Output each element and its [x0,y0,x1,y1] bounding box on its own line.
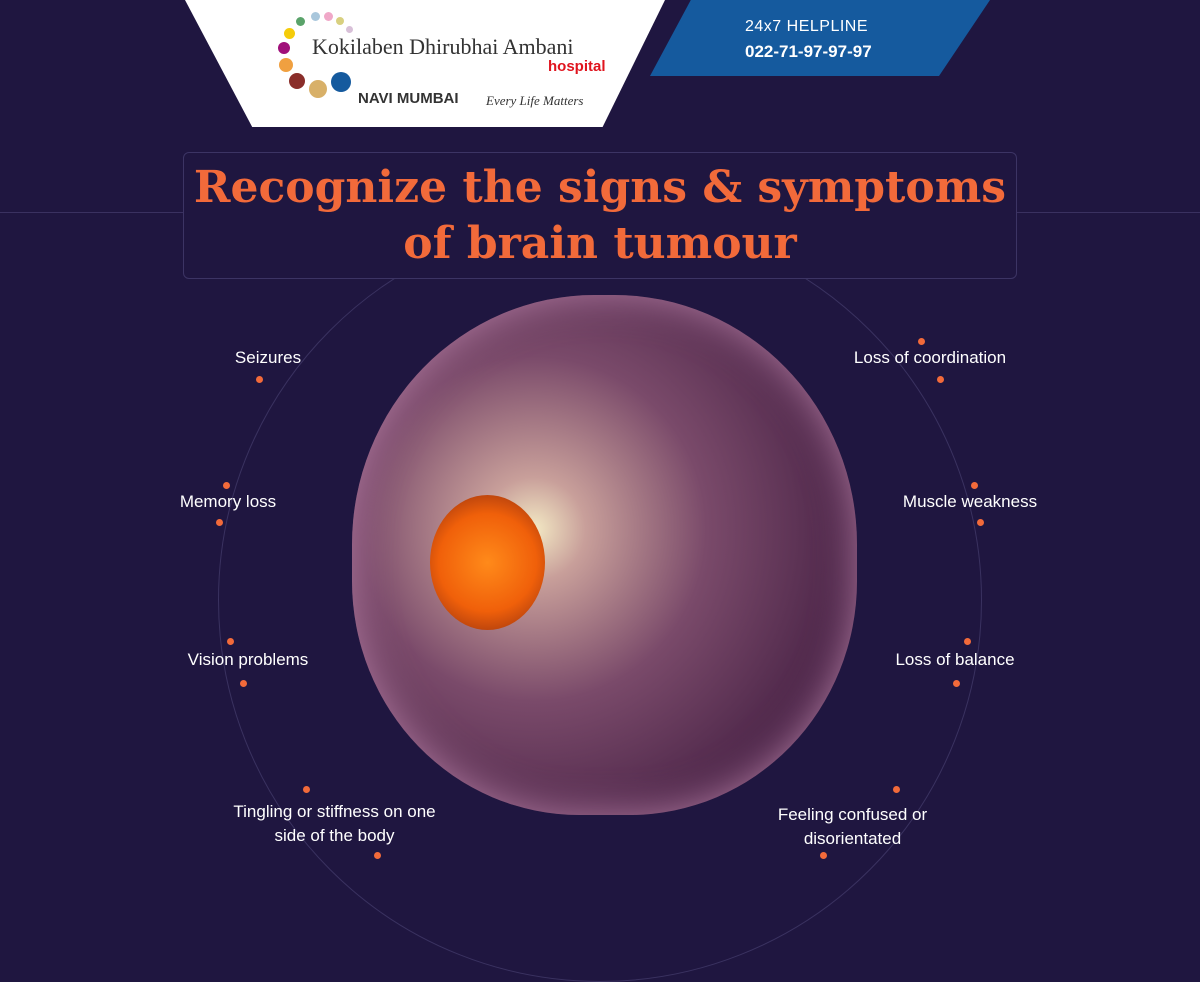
symptom-marker [971,482,978,489]
symptom-marker [893,786,900,793]
helpline-number[interactable]: 022-71-97-97-97 [745,42,872,61]
symptom-memory-loss: Memory loss [179,492,277,511]
page-title: Recognize the signs & symptoms of brain … [183,160,1017,272]
symptom-marker [374,852,381,859]
symptom-seizures: Seizures [234,348,302,367]
logo-panel [185,0,665,127]
brand-sub: hospital [548,58,606,75]
symptom-marker [953,680,960,687]
symptom-marker [303,786,310,793]
title-line-2: of brain tumour [403,218,797,269]
helpline-banner [650,0,990,76]
symptom-vision-problems: Vision problems [187,650,309,669]
symptom-marker [223,482,230,489]
symptom-marker [937,376,944,383]
symptom-tingling: Tingling or stiffness on one side of the… [233,802,436,845]
divider-right [1017,212,1200,213]
helpline-label: 24x7 HELPLINE [745,18,869,35]
title-box [183,152,1017,279]
tagline: Every Life Matters [486,93,584,108]
title-line-1: Recognize the signs & symptoms [193,162,1007,213]
symptom-loss-of-balance: Loss of balance [895,650,1015,669]
symptom-marker [256,376,263,383]
tumour-illustration [430,495,545,630]
brand-name: Kokilaben Dhirubhai Ambani [312,34,574,59]
divider-left [0,212,183,213]
symptom-marker [227,638,234,645]
symptom-marker [240,680,247,687]
symptom-marker [977,519,984,526]
symptom-marker [216,519,223,526]
symptom-marker [820,852,827,859]
location: NAVI MUMBAI [358,90,459,107]
symptom-marker [918,338,925,345]
symptom-confused: Feeling confused or disorientated [777,805,928,848]
symptom-marker [964,638,971,645]
symptom-muscle-weakness: Muscle weakness [902,492,1038,511]
brain-illustration [352,295,857,815]
symptom-loss-of-coordination: Loss of coordination [853,348,1007,367]
